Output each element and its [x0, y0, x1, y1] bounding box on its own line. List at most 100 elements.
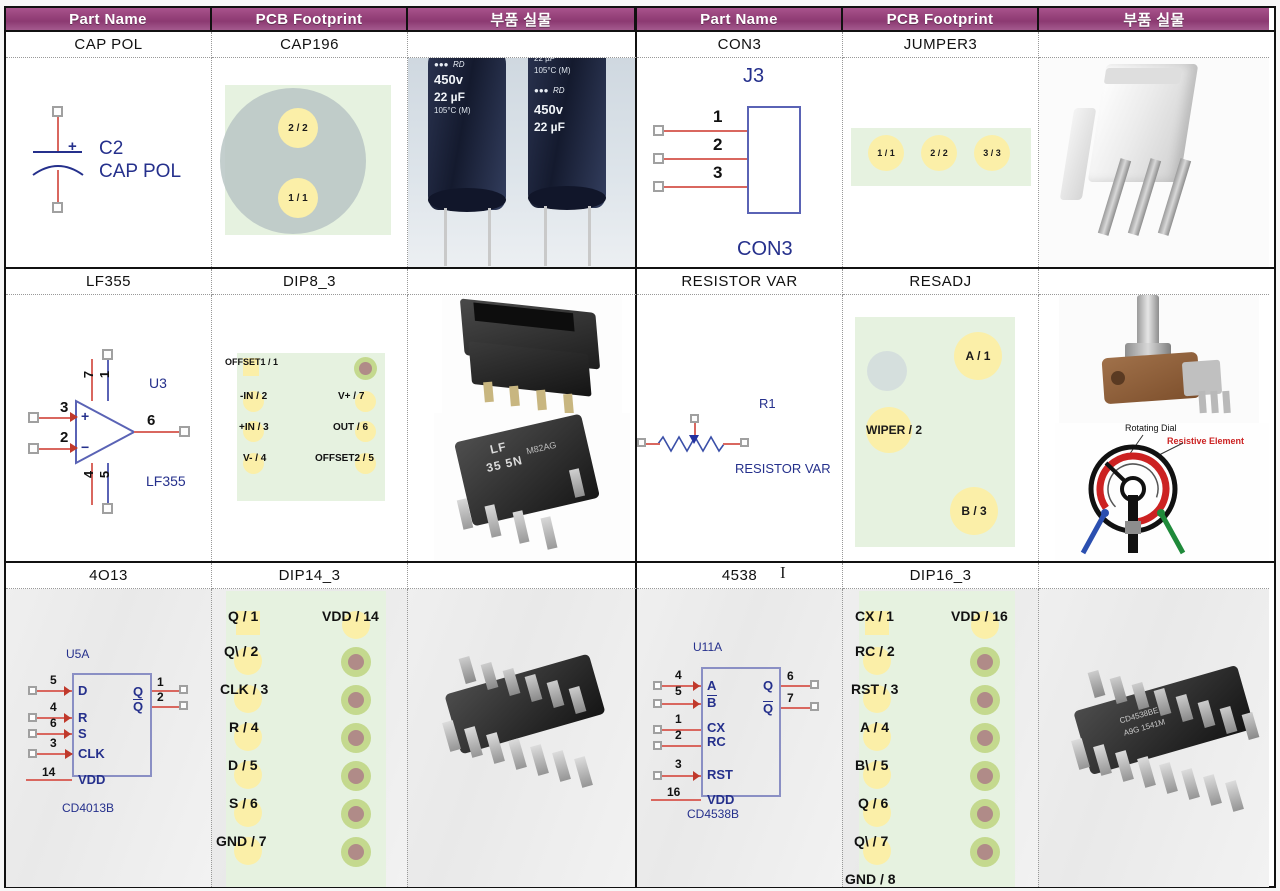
resvar-designator: R1	[759, 396, 776, 411]
cell-symbol-4538: U11A 4 A 5 B 1 CX 2 RC	[637, 589, 843, 887]
ic4538-wire-a	[662, 685, 701, 687]
cell-photo-resistor-var: Rotating Dial Resistive Element	[1039, 295, 1269, 561]
dip14-pad-12	[341, 685, 371, 715]
opamp-pin-1: 1	[97, 370, 113, 379]
row2-right-part-name: RESISTOR VAR	[637, 269, 843, 295]
cell-footprint-cap196: 2 / 2 1 / 1	[212, 58, 408, 267]
opamp-arrow-inminus	[70, 443, 78, 453]
jumper3-pad-1: 1 / 1	[868, 135, 904, 171]
cap196-pad-2: 2 / 2	[278, 108, 318, 148]
cap-terminal-bottom	[52, 202, 63, 213]
opamp-pin7-wire	[91, 359, 93, 401]
ic4013-wire-vdd	[26, 779, 72, 781]
opamp-pin-3: 3	[60, 399, 69, 416]
con3-terminal-1	[653, 125, 664, 136]
ic4538-arrow-a	[693, 681, 700, 691]
dip8-pad-8-ring	[354, 357, 377, 380]
resvar-zigzag	[642, 435, 740, 453]
cell-photo-lf355: LF 35 5N M82AG	[408, 295, 637, 561]
dip14-label-d5: D / 5	[228, 757, 258, 773]
cell-symbol-lf355: 7 1 4 5 3 + 2 − 6 U3	[6, 295, 212, 561]
dip14-pad-2	[234, 647, 262, 675]
con3-wire-1	[664, 130, 747, 132]
opamp-terminal-top	[102, 349, 113, 360]
dip8-label-v-pos: V+ / 7	[338, 391, 365, 402]
con3-designator: J3	[743, 65, 765, 87]
dip8-label-in-neg: -IN / 2	[240, 391, 268, 402]
row1-left-footprint-name: CAP196	[212, 32, 408, 58]
row3-right-footprint-name: DIP16_3	[843, 563, 1039, 589]
ic4013-label-clk: CLK	[78, 746, 105, 761]
row1-right-footprint-name: JUMPER3	[843, 32, 1039, 58]
ic4538-arrow-rst	[693, 771, 700, 781]
resadj-pad-wiper: WIPER / 2	[866, 407, 922, 453]
ic4538-label-q: Q	[763, 678, 774, 693]
parts-table: Part Name PCB Footprint 부품 실물 Part Name …	[4, 6, 1276, 888]
dip8-pad-5	[355, 453, 376, 474]
diagram-label-resistive-element: Resistive Element	[1167, 436, 1245, 446]
row3-right-photo-name	[1039, 563, 1269, 589]
ic4538-pin-5: 5	[675, 684, 682, 698]
dip14-pad-13	[341, 647, 371, 677]
ic4538-wire-qbar	[781, 707, 811, 709]
ic4013-wire-d	[37, 690, 72, 692]
row1-left-part-name: CAP POL	[6, 32, 212, 58]
dip14-label-qbar2: Q\ / 2	[224, 643, 259, 659]
resvar-terminal-b	[740, 438, 749, 447]
opamp-pin-2: 2	[60, 429, 69, 446]
ic4538-pin-6: 6	[787, 669, 794, 683]
con3-terminal-3	[653, 181, 664, 192]
dip16-pad-13	[970, 723, 1000, 753]
cap-designator: C2	[99, 138, 124, 159]
ic4013-pin-4: 4	[50, 700, 57, 714]
row1-body: + C2 CAP POL 2 / 2 1 / 1 ●●● RD	[6, 58, 1274, 267]
dip14-label-r4: R / 4	[229, 719, 259, 735]
ic4013-term-clk	[28, 749, 37, 758]
opamp-terminal-out	[179, 426, 190, 437]
ic4538-term-q	[810, 680, 819, 689]
ic4013-label-d: D	[78, 683, 88, 698]
opamp-triangle	[75, 399, 136, 465]
opamp-pin-7: 7	[81, 370, 97, 379]
ic4013-pin-1: 1	[157, 675, 164, 689]
resvar-terminal-wiper	[690, 414, 699, 423]
ic4538-wire-rc	[662, 745, 701, 747]
resvar-type-label: RESISTOR VAR	[735, 461, 831, 476]
lf355-ic-photo: LF 35 5N M82AG	[434, 413, 630, 561]
cap-type-label: CAP POL	[99, 161, 182, 182]
dip16-pad-11	[970, 799, 1000, 829]
row1-separator	[6, 267, 1274, 269]
resvar-terminal-a	[637, 438, 646, 447]
dip8-label-out: OUT / 6	[333, 422, 369, 433]
opamp-pin-6: 6	[147, 412, 156, 429]
opamp-minus-sign: −	[81, 439, 90, 455]
ic4013-type-label: CD4013B	[62, 801, 115, 815]
resvar-arrow	[689, 435, 699, 444]
dip8-socket-photo	[442, 296, 622, 418]
opamp-pin1-wire	[107, 359, 109, 401]
con3-wire-3	[664, 186, 747, 188]
dip8-pad-3	[243, 421, 264, 442]
ic4538-label-a: A	[707, 678, 717, 693]
dip14-pad-7	[234, 837, 262, 865]
row3-body: U5A 5 D 4 R 6 S 3 C	[6, 589, 1274, 887]
ic4538-pin-3: 3	[675, 757, 682, 771]
opamp-terminal-inplus	[28, 412, 39, 423]
resvar-wiper-lead	[694, 423, 696, 437]
ic4538-pin-16: 16	[667, 785, 681, 799]
dip14-pad-4	[234, 723, 262, 751]
ic4538-type-label: CD4538B	[687, 807, 740, 821]
row2-left-photo-name	[408, 269, 637, 295]
con3-pin-2: 2	[713, 135, 723, 154]
jumper3-pad-2: 2 / 2	[921, 135, 957, 171]
ic4538-pin-2: 2	[675, 728, 682, 742]
dip16-label-q6: Q / 6	[858, 795, 889, 811]
header-part-name-right: Part Name	[637, 8, 843, 30]
row1-right-photo-name	[1039, 32, 1269, 58]
row3-right-part-name: 4538	[637, 563, 843, 589]
ic4538-qbar-overline	[763, 701, 773, 702]
dip16-label-qbar7: Q\ / 7	[854, 833, 889, 849]
row1-left-photo-name	[408, 32, 637, 58]
opamp-pin-5: 5	[97, 470, 113, 479]
row3-left-part-name: 4O13	[6, 563, 212, 589]
